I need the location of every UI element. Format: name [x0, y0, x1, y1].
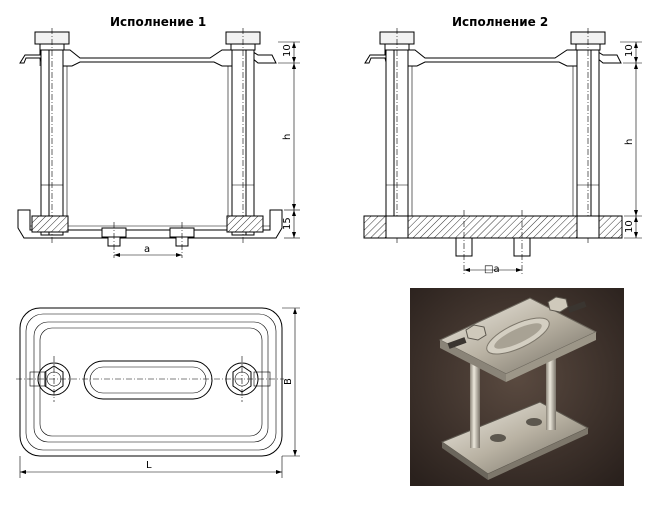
right-rod [227, 49, 255, 236]
left-rod [40, 49, 68, 236]
variant1-section-view: Исполнение 1 [17, 15, 300, 258]
left-nut-bottom [31, 215, 69, 233]
variant2-title: Исполнение 2 [452, 15, 548, 29]
top-view-dim-b: B [283, 378, 294, 385]
photo-rod-left [470, 352, 480, 448]
variant2-dim-h: h [624, 139, 635, 145]
variant1-title: Исполнение 1 [110, 15, 206, 29]
variant1-dim-bottom: 15 [282, 217, 293, 230]
top-view-outer-outline [19, 307, 283, 457]
variant2-dim-bottom: 10 [624, 220, 635, 233]
top-view: L B [16, 307, 300, 478]
variant1-dim-a: a [144, 244, 150, 255]
variant2-dim-top: 10 [624, 44, 635, 57]
v2-left-rod [385, 49, 413, 237]
right-nut-bottom [226, 215, 264, 233]
variant1-base-plate [17, 209, 283, 239]
v2-right-rod [572, 49, 600, 237]
product-photo [410, 288, 624, 486]
top-view-dim-l: L [146, 460, 152, 471]
center-slot [83, 360, 213, 400]
photo-rod-right [546, 330, 556, 430]
variant2-base-plate [363, 215, 623, 239]
variant2-section-view: Исполнение 2 [363, 15, 642, 276]
photo-nut-right [547, 296, 587, 313]
variant1-dim-top: 10 [282, 44, 293, 57]
photo-nut-left [447, 324, 487, 349]
variant2-dim-a: □a [484, 264, 500, 275]
variant1-dim-h: h [282, 134, 293, 140]
